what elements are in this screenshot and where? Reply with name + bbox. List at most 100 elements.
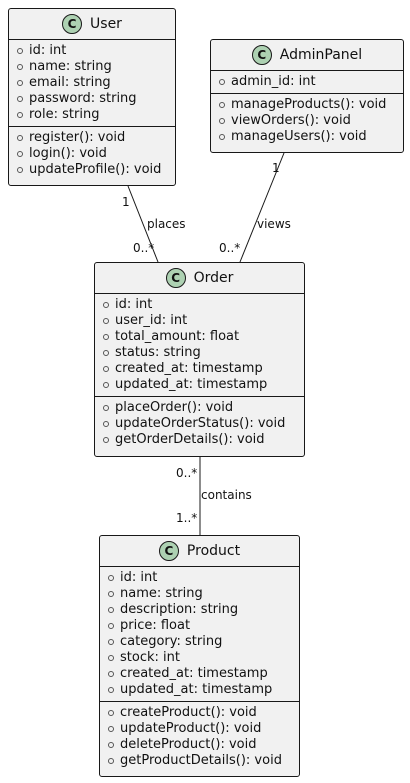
class-header: C Order	[95, 263, 304, 294]
public-visibility-icon	[17, 135, 23, 141]
public-visibility-icon	[17, 112, 23, 118]
public-visibility-icon	[108, 591, 114, 597]
attribute: password: string	[17, 91, 175, 107]
attributes-section: admin_id: int	[211, 71, 403, 93]
method: manageUsers(): void	[219, 129, 403, 145]
places-line	[127, 185, 159, 263]
public-visibility-icon	[219, 134, 225, 140]
public-visibility-icon	[103, 302, 109, 308]
public-visibility-icon	[108, 607, 114, 613]
contains-to-multiplicity: 1..*	[176, 511, 198, 525]
attributes-section: id: int name: string description: string…	[100, 567, 299, 701]
method: updateOrderStatus(): void	[103, 416, 304, 432]
public-visibility-icon	[17, 80, 23, 86]
attribute: description: string	[108, 602, 299, 618]
public-visibility-icon	[17, 48, 23, 54]
method: login(): void	[17, 146, 175, 162]
class-stereotype-icon: C	[158, 541, 179, 561]
attribute: total_amount: float	[103, 329, 304, 345]
method: updateProfile(): void	[17, 162, 175, 178]
method: register(): void	[17, 130, 175, 146]
public-visibility-icon	[17, 96, 23, 102]
public-visibility-icon	[103, 382, 109, 388]
public-visibility-icon	[108, 687, 114, 693]
methods-section: placeOrder(): void updateOrderStatus(): …	[95, 396, 304, 451]
attribute: price: float	[108, 618, 299, 634]
attribute: id: int	[103, 297, 304, 313]
attribute: name: string	[108, 586, 299, 602]
attribute: created_at: timestamp	[108, 666, 299, 682]
class-adminpanel[interactable]: C AdminPanel admin_id: int manageProduct…	[210, 39, 404, 153]
class-name: Product	[186, 543, 241, 559]
public-visibility-icon	[108, 655, 114, 661]
public-visibility-icon	[219, 118, 225, 124]
places-to-multiplicity: 0..*	[133, 241, 155, 255]
class-order[interactable]: C Order id: int user_id: int total_amoun…	[94, 262, 305, 457]
views-line	[239, 152, 285, 263]
public-visibility-icon	[103, 318, 109, 324]
method: viewOrders(): void	[219, 113, 403, 129]
class-user[interactable]: C User id: int name: string email: strin…	[8, 8, 176, 186]
attribute: admin_id: int	[219, 74, 403, 90]
attribute: category: string	[108, 634, 299, 650]
attribute: id: int	[17, 43, 175, 59]
method: updateProduct(): void	[108, 721, 299, 737]
attribute: status: string	[103, 345, 304, 361]
public-visibility-icon	[17, 64, 23, 70]
attribute: role: string	[17, 107, 175, 123]
public-visibility-icon	[108, 726, 114, 732]
attribute: email: string	[17, 75, 175, 91]
class-header: C Product	[100, 536, 299, 567]
class-stereotype-icon: C	[165, 268, 186, 288]
views-to-multiplicity: 0..*	[219, 241, 241, 255]
attribute: id: int	[108, 570, 299, 586]
public-visibility-icon	[103, 405, 109, 411]
public-visibility-icon	[219, 79, 225, 85]
attribute: name: string	[17, 59, 175, 75]
public-visibility-icon	[108, 575, 114, 581]
public-visibility-icon	[103, 421, 109, 427]
public-visibility-icon	[103, 437, 109, 443]
class-stereotype-icon: C	[62, 14, 83, 34]
class-header: C AdminPanel	[211, 40, 403, 71]
class-name: Order	[193, 270, 234, 286]
contains-from-multiplicity: 0..*	[176, 466, 198, 480]
public-visibility-icon	[219, 102, 225, 108]
method: manageProducts(): void	[219, 97, 403, 113]
attributes-section: id: int user_id: int total_amount: float…	[95, 294, 304, 396]
methods-section: register(): void login(): void updatePro…	[9, 126, 175, 181]
class-product[interactable]: C Product id: int name: string descripti…	[99, 535, 300, 777]
method: placeOrder(): void	[103, 400, 304, 416]
method: getOrderDetails(): void	[103, 432, 304, 448]
attribute: updated_at: timestamp	[108, 682, 299, 698]
public-visibility-icon	[103, 334, 109, 340]
public-visibility-icon	[108, 639, 114, 645]
method: deleteProduct(): void	[108, 737, 299, 753]
class-header: C User	[9, 9, 175, 40]
public-visibility-icon	[108, 710, 114, 716]
attribute: user_id: int	[103, 313, 304, 329]
public-visibility-icon	[103, 366, 109, 372]
contains-label: contains	[201, 488, 252, 502]
class-name: AdminPanel	[279, 47, 363, 63]
methods-section: manageProducts(): void viewOrders(): voi…	[211, 93, 403, 148]
public-visibility-icon	[103, 350, 109, 356]
class-name: User	[90, 16, 122, 32]
public-visibility-icon	[108, 623, 114, 629]
attribute: created_at: timestamp	[103, 361, 304, 377]
public-visibility-icon	[108, 671, 114, 677]
methods-section: createProduct(): void updateProduct(): v…	[100, 701, 299, 772]
public-visibility-icon	[108, 758, 114, 764]
public-visibility-icon	[108, 742, 114, 748]
views-from-multiplicity: 1	[272, 161, 280, 175]
public-visibility-icon	[17, 167, 23, 173]
public-visibility-icon	[17, 151, 23, 157]
method: createProduct(): void	[108, 705, 299, 721]
class-stereotype-icon: C	[251, 45, 272, 65]
attributes-section: id: int name: string email: string passw…	[9, 40, 175, 126]
views-label: views	[257, 217, 291, 231]
places-label: places	[147, 217, 186, 231]
method: getProductDetails(): void	[108, 753, 299, 769]
attribute: stock: int	[108, 650, 299, 666]
